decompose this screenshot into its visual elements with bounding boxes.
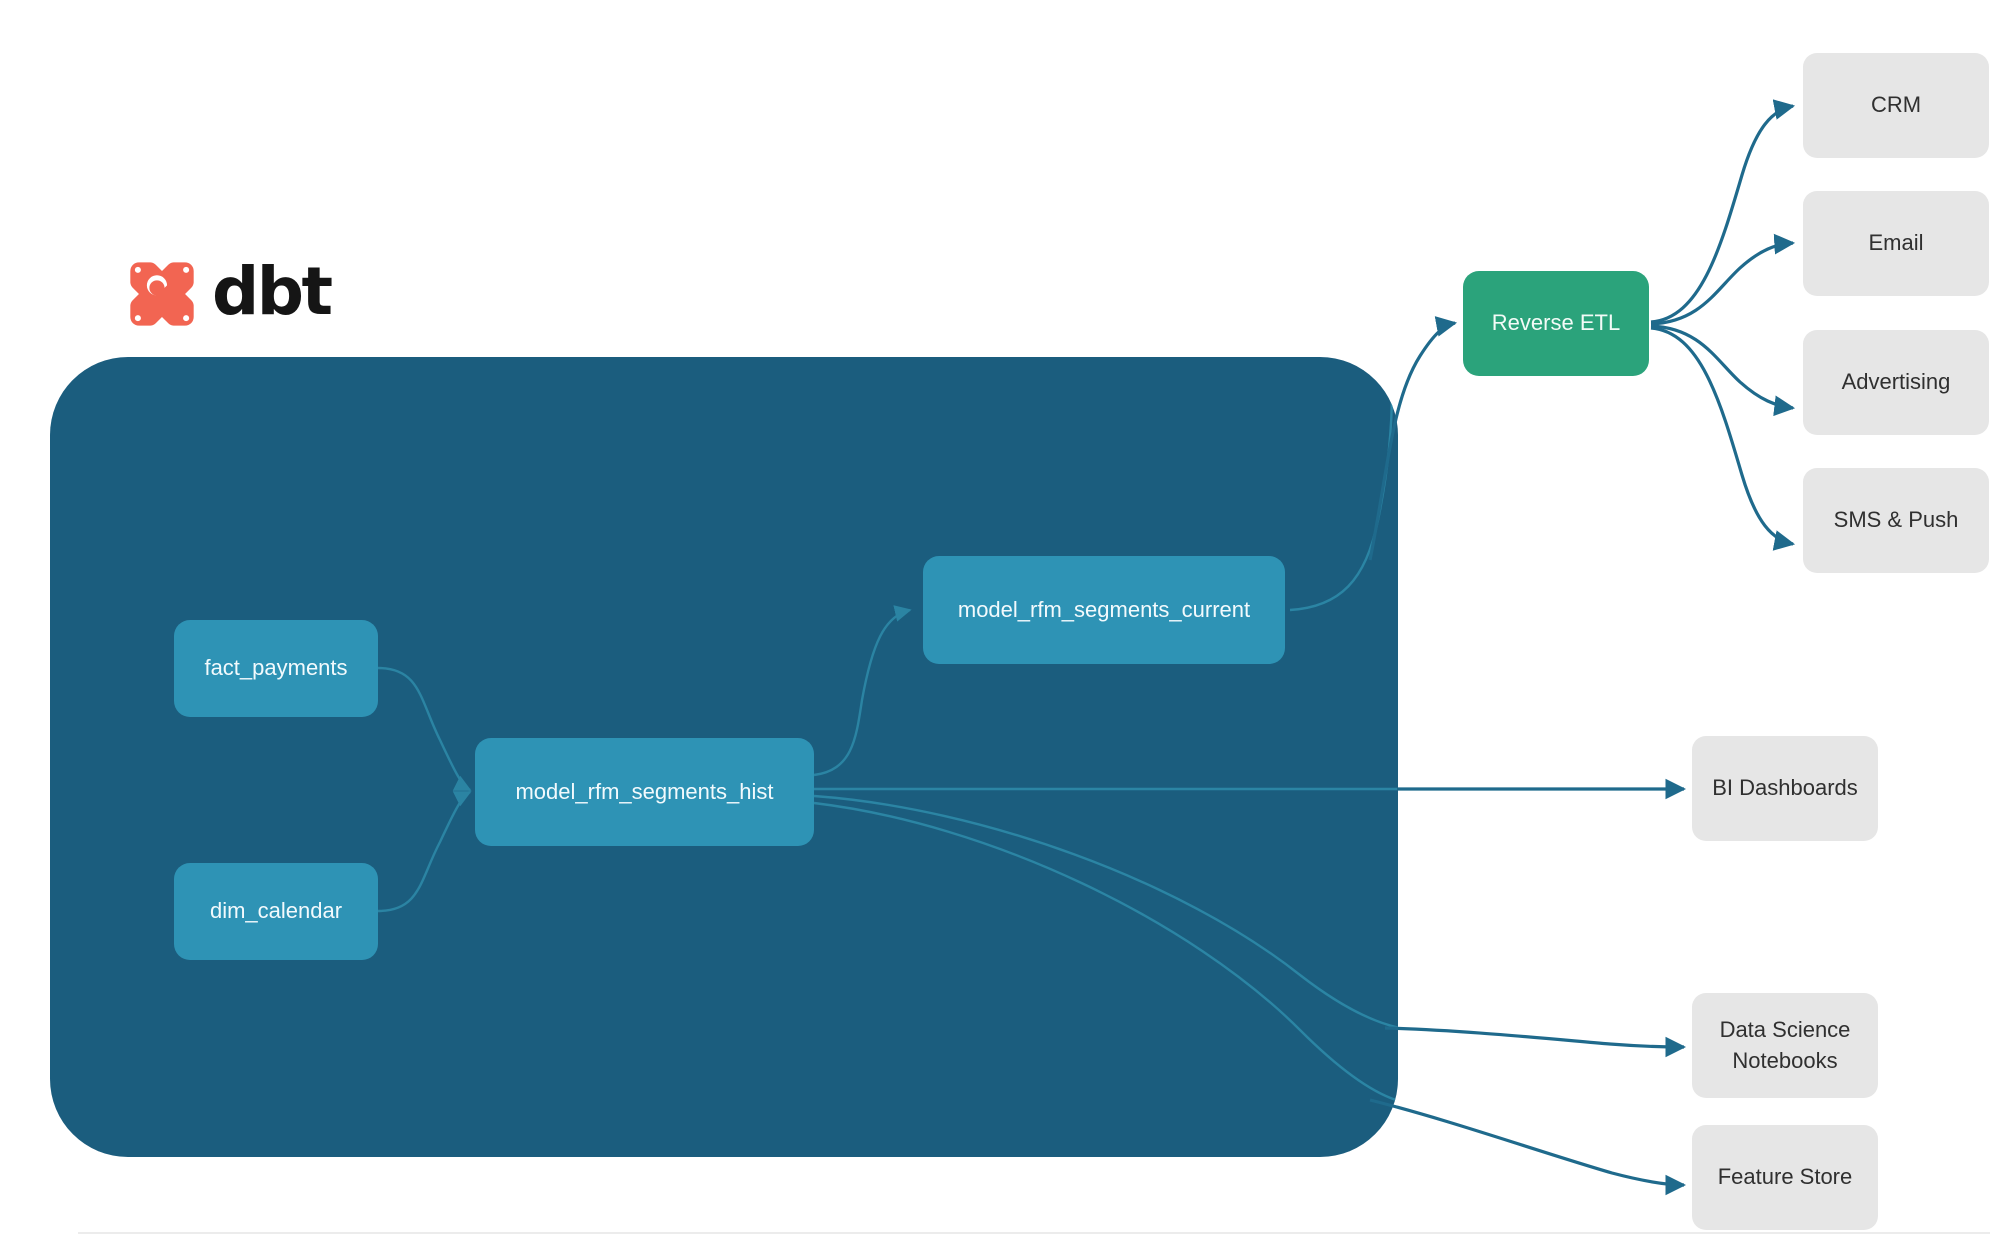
node-label-reverse-etl: Reverse ETL (1491, 310, 1621, 336)
node-label-advertising: Advertising (1841, 369, 1951, 395)
node-dim-calendar[interactable]: dim_calendar (174, 863, 378, 960)
node-destination-sms-push[interactable]: SMS & Push (1803, 468, 1989, 573)
dbt-brand-logo: dbt (126, 253, 333, 330)
node-label-sms-push: SMS & Push (1833, 507, 1959, 533)
edge-reverse-etl-to-sms-push (1650, 326, 1796, 551)
edge-reverse-etl-to-advertising (1650, 324, 1796, 417)
node-label-crm: CRM (1870, 92, 1922, 118)
node-destination-data-science-notebooks[interactable]: Data Science Notebooks (1692, 993, 1878, 1098)
node-destination-bi-dashboards[interactable]: BI Dashboards (1692, 736, 1878, 841)
edge-reverse-etl-to-email (1650, 233, 1796, 326)
dbt-wordmark: dbt (212, 253, 333, 330)
node-destination-crm[interactable]: CRM (1803, 53, 1989, 158)
node-label-feature-store: Feature Store (1717, 1164, 1853, 1190)
node-model-rfm-segments-current[interactable]: model_rfm_segments_current (923, 556, 1285, 664)
edge-hist-to-feature-store (1369, 1098, 1687, 1196)
node-label-dim-calendar: dim_calendar (209, 898, 343, 924)
node-label-fact-payments: fact_payments (204, 655, 348, 681)
node-fact-payments[interactable]: fact_payments (174, 620, 378, 717)
edge-hist-to-data-science-notebooks (1384, 1026, 1687, 1058)
dbt-x-logo-icon (130, 262, 194, 326)
node-label-model-rfm-segments-hist: model_rfm_segments_hist (515, 778, 774, 804)
node-label-data-science-notebooks-line2: Notebooks (1732, 1047, 1838, 1073)
node-model-rfm-segments-hist[interactable]: model_rfm_segments_hist (475, 738, 814, 846)
node-destination-email[interactable]: Email (1803, 191, 1989, 296)
node-label-model-rfm-segments-current: model_rfm_segments_current (957, 596, 1251, 622)
node-label-bi-dashboards: BI Dashboards (1712, 775, 1858, 801)
node-label-email: Email (1868, 230, 1924, 256)
node-destination-advertising[interactable]: Advertising (1803, 330, 1989, 435)
node-reverse-etl[interactable]: Reverse ETL (1463, 271, 1649, 376)
node-label-data-science-notebooks-line1: Data Science (1719, 1017, 1851, 1043)
node-destination-feature-store[interactable]: Feature Store (1692, 1125, 1878, 1230)
edge-reverse-etl-to-crm (1650, 99, 1796, 324)
